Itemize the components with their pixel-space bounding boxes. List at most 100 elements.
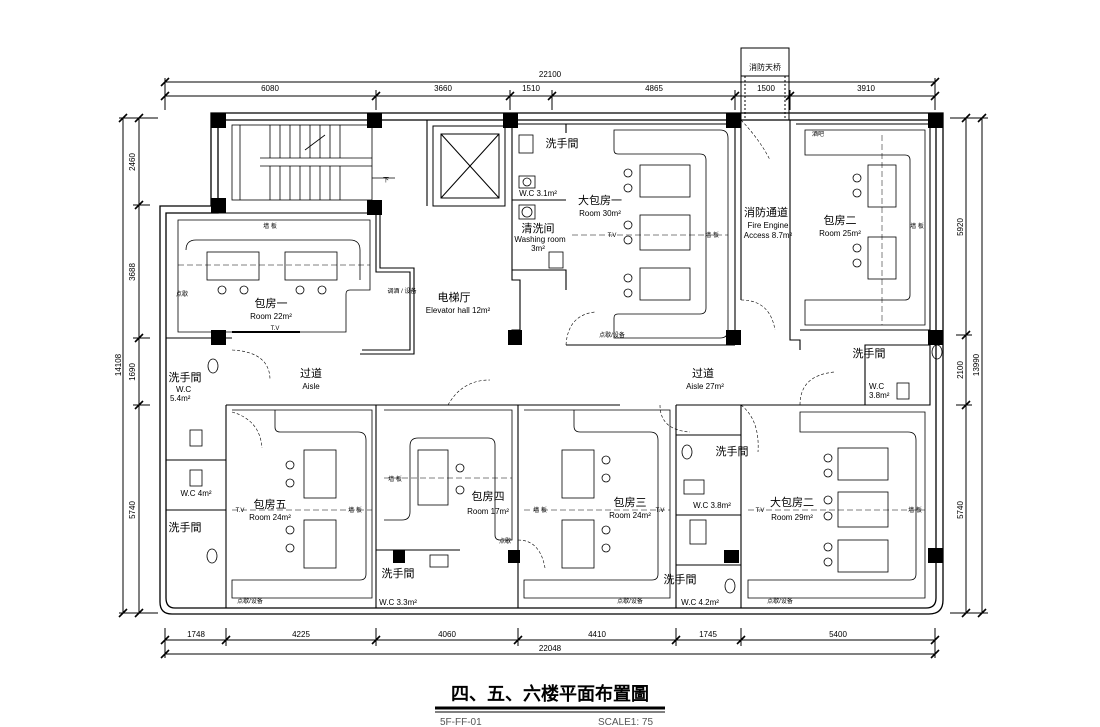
tv-note-big2: T.V <box>756 508 765 514</box>
right-dimension-lines <box>950 117 988 614</box>
drawing-scale: SCALE1: 75 <box>598 717 653 727</box>
fire-access-en2: Access 8.7m² <box>744 231 793 240</box>
dimension-text: 22100 6080 3660 1510 4865 1500 3910 消防天桥… <box>114 62 981 653</box>
left-total-dim: 14108 <box>114 353 123 376</box>
bottom-dim-1: 1748 <box>187 630 205 639</box>
aisle2-area: Aisle 27m² <box>686 382 724 391</box>
aisle1-name: 过道 <box>300 366 322 380</box>
door-swings <box>231 119 836 569</box>
wall-note-room5: 墙 板 <box>348 506 362 514</box>
exterior-walls <box>159 112 944 615</box>
tv-note-room1: T.V <box>271 326 280 332</box>
top-dim-2: 3660 <box>434 84 452 93</box>
wc2-label: W.C <box>176 385 191 394</box>
sink-note-room2: 酒吧 <box>812 130 824 138</box>
wall-note-room3: 墙 板 <box>533 506 547 514</box>
room4-area: Room 17m² <box>467 507 509 516</box>
fire-bridge-label: 消防天桥 <box>749 62 781 72</box>
wc1-label: W.C 3.1m² <box>519 189 557 198</box>
ctr-note-big1: 点歇/设备 <box>599 331 625 339</box>
title-block: 四、五、六楼平面布置圖 5F-FF-01 SCALE1: 75 <box>435 683 665 727</box>
right-dim-2: 2100 <box>956 361 965 379</box>
bottom-dim-4: 4410 <box>588 630 606 639</box>
tv-note-big1: T.V <box>608 233 617 239</box>
wall-note-room1: 墙 板 <box>263 222 277 230</box>
bottom-dim-2: 4225 <box>292 630 310 639</box>
right-dim-1: 5920 <box>956 218 965 236</box>
ctr-note-room3: 点歇/设备 <box>617 597 643 605</box>
annotations: 墙 板 T.V 墙 板 T.V 墙 板 T.V 墙 板 墙 板 墙 板 T.V … <box>176 130 924 605</box>
tv-note-room5: T.V <box>236 508 245 514</box>
drawing-title: 四、五、六楼平面布置圖 <box>451 683 649 705</box>
washroom-label-left2: 洗手間 <box>169 520 202 534</box>
ctr-note-big2: 点歇/设备 <box>767 597 793 605</box>
washroom-label-mid2: 洗手間 <box>664 572 697 586</box>
aisle2-name: 过道 <box>692 366 714 380</box>
sanitary-fixtures <box>189 134 943 594</box>
wc7-area: 3.8m² <box>869 391 890 400</box>
tv-note-room3: T.V <box>656 508 665 514</box>
big-room2-name: 大包房二 <box>770 495 814 509</box>
room4-name: 包房四 <box>472 490 505 503</box>
top-total-dim: 22100 <box>539 70 562 79</box>
top-dim-4: 4865 <box>645 84 663 93</box>
dimsum-note-room1: 点歇 <box>176 290 188 298</box>
room5-name: 包房五 <box>254 498 287 511</box>
drawing-code: 5F-FF-01 <box>440 717 482 727</box>
ctr-note-room5: 点歇/设备 <box>237 597 263 605</box>
washroom-label-right: 洗手間 <box>853 346 886 360</box>
fire-access-en1: Fire Engine <box>748 221 789 230</box>
wc4-label: W.C 3.3m² <box>379 598 417 607</box>
wc6-label: W.C 4.2m² <box>681 598 719 607</box>
left-dim-2: 3688 <box>128 263 137 281</box>
aisle1-en: Aisle <box>302 382 320 391</box>
wc2-area: 5.4m² <box>170 394 191 403</box>
room1-area: Room 22m² <box>250 312 292 321</box>
staircase <box>231 124 395 201</box>
washroom-label-mid: 洗手間 <box>716 444 749 458</box>
big-room1-area: Room 30m² <box>579 209 621 218</box>
wall-note-room2: 墙 板 <box>910 222 924 230</box>
wc-labels: 洗手間 W.C 3.1m² 洗手間 W.C 5.4m² W.C 4m² 洗手間 … <box>169 136 890 607</box>
room2-area: Room 25m² <box>819 229 861 238</box>
bottom-dim-5: 1745 <box>699 630 717 639</box>
washroom-label-top: 洗手間 <box>546 136 579 150</box>
right-total-dim: 13990 <box>972 353 981 376</box>
washing-room-en: Washing room <box>514 235 566 244</box>
dimsum-note-room4: 点歇 <box>499 537 511 545</box>
washing-room-area: 3m² <box>531 244 545 253</box>
washing-room-name: 清洗间 <box>522 222 555 235</box>
room-labels: 包房一 Room 22m² 电梯厅 Elevator hall 12m² 大包房… <box>249 193 861 522</box>
left-dim-1: 2460 <box>128 153 137 171</box>
washroom-label-bottom: 洗手間 <box>382 566 415 580</box>
wall-note-big1: 墙 板 <box>705 231 719 239</box>
wc7-label: W.C <box>869 382 884 391</box>
right-dim-3: 5740 <box>956 501 965 519</box>
washroom-label-left1: 洗手間 <box>169 370 202 384</box>
bottom-total-dim: 22048 <box>539 644 562 653</box>
top-dim-1: 6080 <box>261 84 279 93</box>
elevator-shafts <box>432 125 506 207</box>
room5-area: Room 24m² <box>249 513 291 522</box>
fire-access-name: 消防通道 <box>744 205 788 219</box>
elevator-hall-area: Elevator hall 12m² <box>426 306 491 315</box>
dimension-ticks <box>118 77 987 659</box>
bottom-dimension-lines <box>164 628 936 658</box>
storage-note-room1: 调酒 / 设备 <box>387 287 416 295</box>
room1-name: 包房一 <box>255 297 288 310</box>
room3-area: Room 24m² <box>609 511 651 520</box>
wall-note-big2: 墙 板 <box>908 506 922 514</box>
wc5-label: W.C 3.8m² <box>693 501 731 510</box>
left-dimension-lines <box>119 117 158 614</box>
top-dim-5: 1500 <box>757 84 775 93</box>
top-dim-6: 3910 <box>857 84 875 93</box>
top-dim-3: 1510 <box>522 84 540 93</box>
wc3-label: W.C 4m² <box>180 489 211 498</box>
room3-name: 包房三 <box>614 496 647 509</box>
big-room1-name: 大包房一 <box>578 193 622 207</box>
elevator-hall-name: 电梯厅 <box>438 291 471 304</box>
structural-columns <box>211 113 943 563</box>
left-dim-4: 5740 <box>128 501 137 519</box>
left-dim-3: 1690 <box>128 363 137 381</box>
